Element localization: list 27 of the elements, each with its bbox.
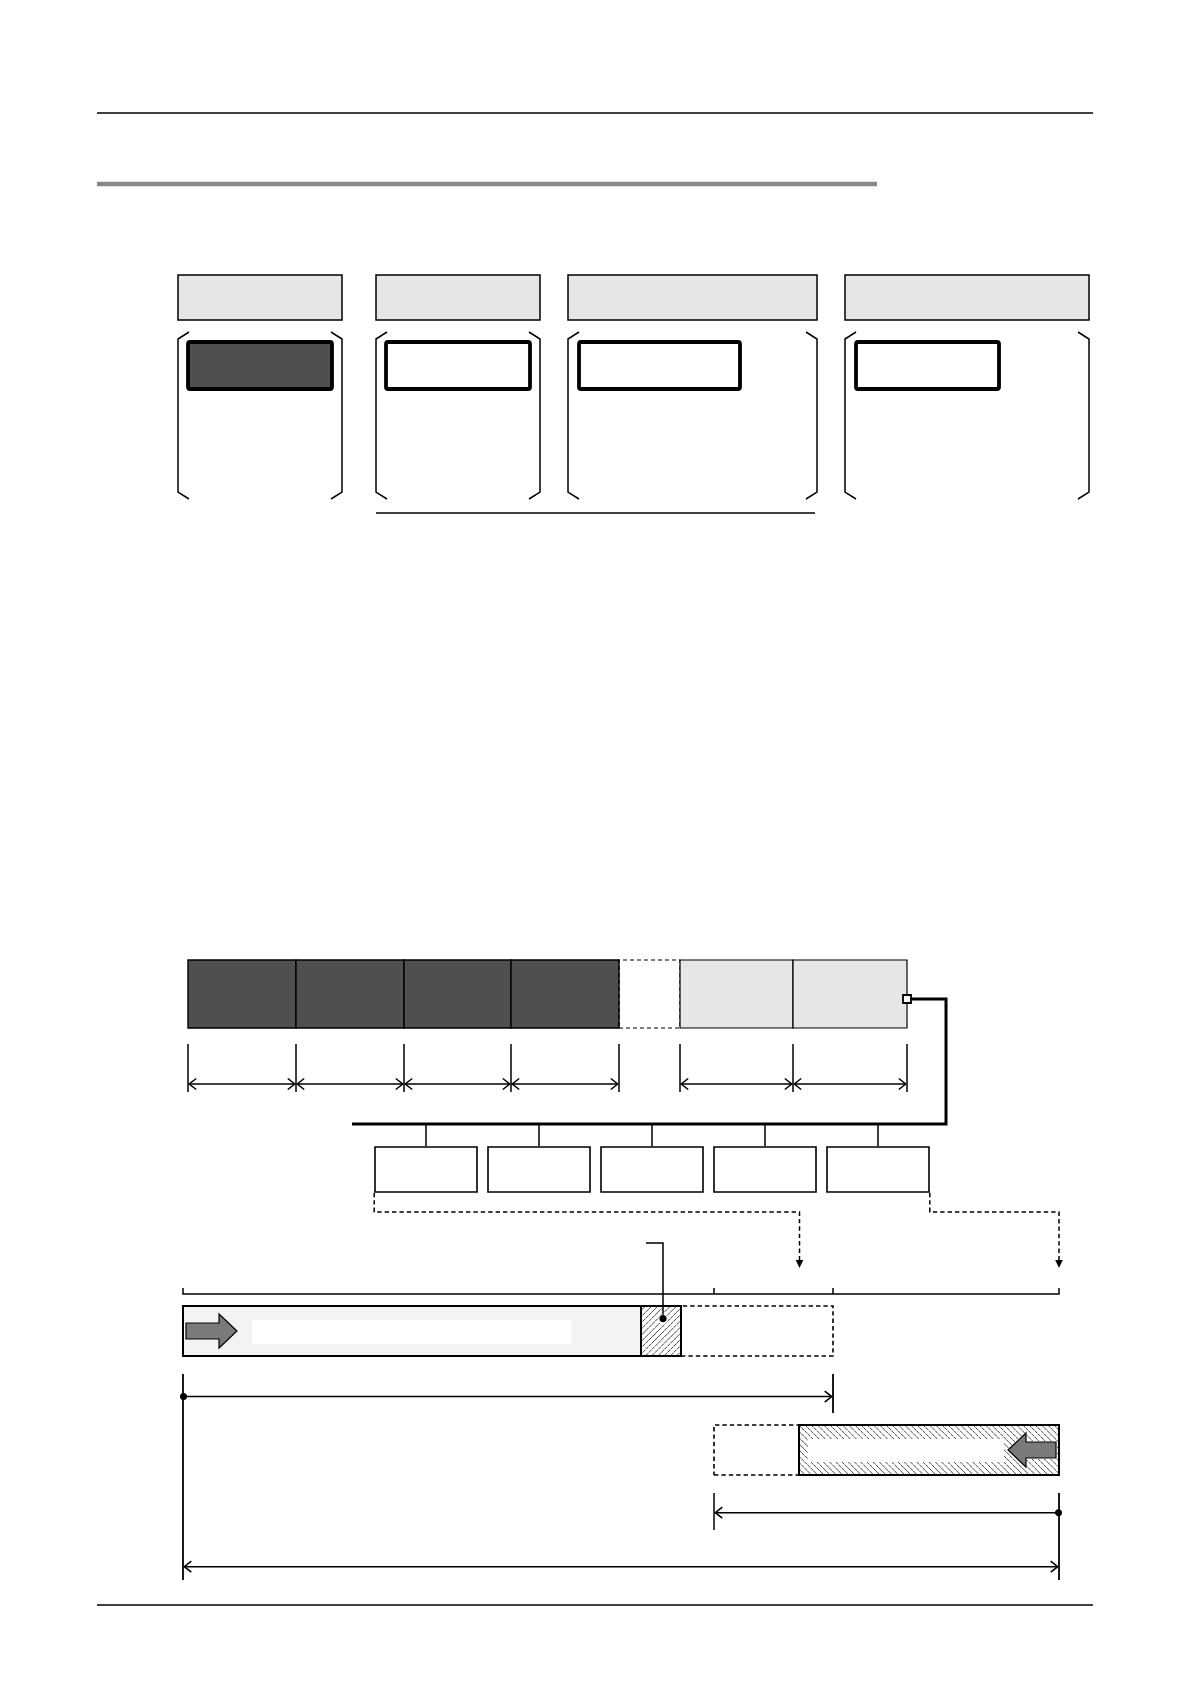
header-box xyxy=(375,274,541,321)
framed-box xyxy=(384,340,532,391)
header-box xyxy=(177,274,343,321)
box xyxy=(713,1146,817,1193)
register-cell xyxy=(295,959,405,1029)
leader-line xyxy=(645,1242,664,1316)
framed-box xyxy=(577,340,742,391)
register-cell xyxy=(187,959,297,1029)
hatched-bar xyxy=(798,1424,1060,1476)
dashed-box xyxy=(680,1305,834,1357)
register-cell xyxy=(792,959,908,1029)
header-box xyxy=(567,274,818,321)
hatched-box xyxy=(640,1305,682,1357)
framed-box xyxy=(854,340,1001,391)
connector-line xyxy=(877,998,947,1147)
box xyxy=(826,1146,930,1193)
filled-box xyxy=(186,340,334,391)
box xyxy=(374,1146,478,1193)
bar xyxy=(182,1305,642,1357)
port-square xyxy=(902,994,912,1004)
register-cell xyxy=(510,959,620,1029)
dashed-box xyxy=(713,1424,800,1476)
register-cell xyxy=(679,959,794,1029)
register-cell xyxy=(403,959,512,1029)
box xyxy=(487,1146,591,1193)
header-box xyxy=(844,274,1090,321)
box xyxy=(600,1146,704,1193)
